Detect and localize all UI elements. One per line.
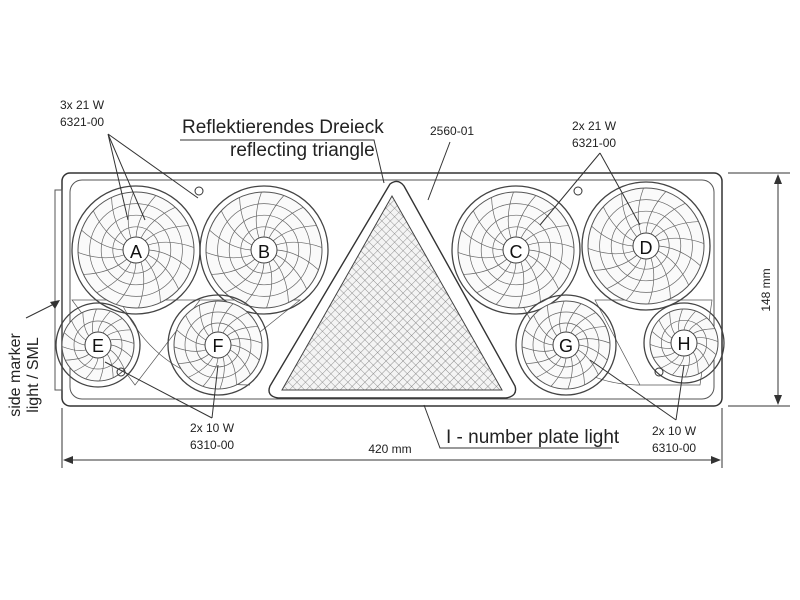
- lamp-b: [199, 185, 329, 315]
- height-dimension: 148 mm: [759, 268, 773, 311]
- cd-power-label: 2x 21 W: [572, 119, 617, 133]
- abc-power-label: 3x 21 W: [60, 98, 105, 112]
- reflective-triangle: [268, 180, 517, 399]
- lamp-housing: [54, 172, 723, 407]
- lamp-label-g: G: [559, 336, 573, 356]
- side-marker-label-2: light / SML: [25, 337, 42, 413]
- lamp-label-a: A: [130, 242, 142, 262]
- screw-icon: [654, 367, 664, 377]
- lamp-label-d: D: [640, 238, 653, 258]
- abc-part-label: 6321-00: [60, 115, 104, 129]
- lamp-h: [643, 302, 725, 384]
- lamp-label-h: H: [678, 334, 691, 354]
- lamp-label-e: E: [92, 336, 104, 356]
- lamp-c: [451, 185, 581, 315]
- ef-power-label: 2x 10 W: [190, 421, 235, 435]
- triangle-label-en: reflecting triangle: [230, 140, 375, 161]
- plate-light-label: I - number plate light: [446, 427, 620, 448]
- lamp-e: [55, 302, 141, 388]
- lamp-label-b: B: [258, 242, 270, 262]
- screw-icon: [573, 186, 583, 196]
- side-marker-label-1: side marker: [7, 333, 24, 417]
- screw-icon: [194, 186, 204, 196]
- lamp-label-f: F: [213, 336, 224, 356]
- lamp-f: [167, 294, 269, 396]
- width-dimension: 420 mm: [368, 442, 411, 456]
- housing-part-label: 2560-01: [430, 124, 474, 138]
- ef-part-label: 6310-00: [190, 438, 234, 452]
- gh-power-label: 2x 10 W: [652, 424, 697, 438]
- cd-part-label: 6321-00: [572, 136, 616, 150]
- lamp-d: [581, 181, 711, 311]
- gh-part-label: 6310-00: [652, 441, 696, 455]
- triangle-label-de: Reflektierendes Dreieck: [182, 117, 384, 138]
- lamp-a: [71, 185, 201, 315]
- lamp-label-c: C: [510, 242, 523, 262]
- lamp-g: [515, 294, 617, 396]
